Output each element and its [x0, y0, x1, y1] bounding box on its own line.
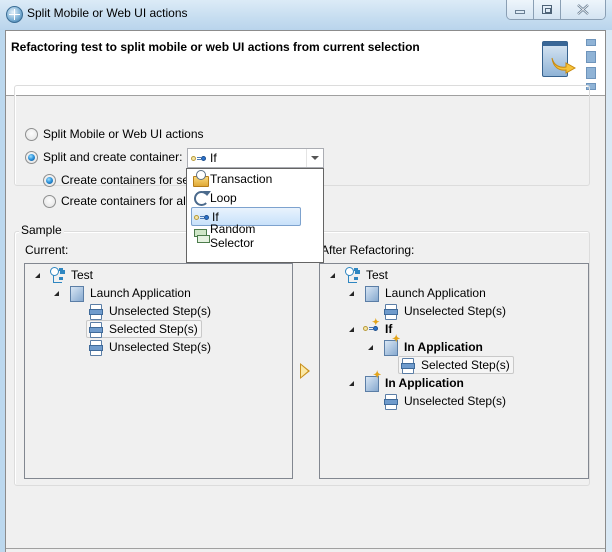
radio-split-ui[interactable]: Split Mobile or Web UI actions — [25, 127, 204, 141]
tree-item[interactable]: Unselected Step(s) — [87, 302, 211, 320]
menu-item-loop[interactable]: Loop — [190, 188, 300, 207]
tree-item-label: Unselected Step(s) — [404, 304, 507, 318]
minimize-icon — [515, 10, 525, 14]
expand-arrow-icon[interactable] — [35, 272, 40, 278]
tree-item[interactable]: ✦ If — [349, 317, 393, 338]
tree-item[interactable]: Unselected Step(s) — [382, 392, 506, 410]
menu-item-random-selector[interactable]: Random Selector — [190, 222, 300, 250]
close-button[interactable] — [561, 0, 605, 19]
footer-separator — [6, 548, 605, 549]
wizard-title: Refactoring test to split mobile or web … — [11, 40, 420, 54]
window-title: Split Mobile or Web UI actions — [27, 6, 188, 20]
chevron-down-icon[interactable] — [306, 149, 323, 167]
menu-item-if[interactable]: If — [191, 207, 301, 226]
step-icon — [399, 357, 415, 374]
container-type-popup[interactable]: Transaction Loop If Random Selector — [186, 168, 324, 263]
application-new-icon — [382, 334, 400, 356]
radio-button[interactable] — [43, 194, 56, 208]
tree-item-label: In Application — [404, 340, 483, 354]
container-type-dropdown[interactable]: If — [187, 148, 324, 168]
tree-item-label: Launch Application — [385, 286, 486, 300]
tree-item[interactable]: In Application — [349, 370, 464, 392]
tree-item[interactable]: Test — [35, 266, 93, 284]
tree-item-label: Selected Step(s) — [421, 358, 510, 372]
step-icon — [87, 321, 103, 338]
expand-arrow-icon[interactable] — [349, 380, 354, 386]
radio-create-all[interactable]: Create containers for all — [43, 194, 188, 208]
if-new-icon: ✦ — [363, 317, 380, 337]
window-titlebar[interactable]: Split Mobile or Web UI actions — [0, 0, 612, 30]
radio-label: Create containers for all — [61, 194, 189, 208]
tree-item[interactable]: In Application — [368, 334, 483, 356]
tree-item-label: Unselected Step(s) — [404, 394, 507, 408]
expand-arrow-icon[interactable] — [349, 290, 354, 296]
after-refactoring-tree[interactable]: Test Launch Application Unselected Step(… — [319, 263, 589, 479]
radio-label: Split Mobile or Web UI actions — [43, 127, 204, 141]
tree-item-label: Test — [71, 268, 94, 282]
step-icon — [87, 339, 103, 356]
tree-item-label: Test — [366, 268, 389, 282]
app-globe-icon — [6, 6, 23, 23]
tree-item-selected[interactable]: Selected Step(s) — [86, 320, 202, 338]
step-icon — [87, 303, 103, 320]
radio-button[interactable] — [25, 150, 38, 164]
step-icon — [382, 393, 398, 410]
window-graphic — [542, 41, 568, 77]
tree-item-label: In Application — [385, 376, 464, 390]
radio-label: Split and create container: — [43, 150, 183, 164]
loop-icon — [193, 189, 211, 206]
radio-split-container[interactable]: Split and create container: — [25, 150, 182, 164]
expand-arrow-icon[interactable] — [330, 272, 335, 278]
sample-legend: Sample — [19, 223, 64, 237]
close-icon — [577, 4, 589, 15]
transaction-icon — [193, 170, 209, 187]
menu-item-label: Loop — [210, 190, 237, 205]
random-selector-icon — [193, 227, 210, 243]
radio-label: Create containers for sel — [61, 173, 192, 187]
tree-item[interactable]: Unselected Step(s) — [87, 338, 211, 356]
expand-arrow-icon[interactable] — [349, 326, 354, 332]
application-icon — [68, 285, 84, 302]
radio-create-selected[interactable]: Create containers for sel — [43, 173, 192, 187]
application-new-icon — [363, 370, 381, 392]
expand-arrow-icon[interactable] — [368, 344, 373, 350]
wizard-banner-icon — [538, 39, 602, 91]
window-controls — [506, 0, 606, 20]
maximize-button[interactable] — [534, 0, 561, 19]
arrow-graphic — [551, 57, 576, 74]
tree-item-selected[interactable]: Selected Step(s) — [398, 356, 514, 374]
menu-item-transaction[interactable]: Transaction — [190, 169, 300, 188]
menu-item-label: Transaction — [210, 171, 273, 186]
if-icon — [191, 155, 207, 163]
application-icon — [363, 285, 379, 302]
dropdown-value: If — [210, 151, 217, 165]
test-icon — [344, 267, 360, 283]
tree-item-label: Selected Step(s) — [109, 322, 198, 336]
test-icon — [49, 267, 65, 283]
current-label: Current: — [25, 243, 69, 257]
step-icon — [382, 303, 398, 320]
tree-item-label: Unselected Step(s) — [109, 304, 212, 318]
tree-item-label: If — [385, 322, 393, 336]
menu-item-label: Random Selector — [210, 221, 256, 250]
tree-item[interactable]: Unselected Step(s) — [382, 302, 506, 320]
transform-arrow-icon — [300, 363, 310, 379]
tree-item[interactable]: Test — [330, 266, 388, 284]
tree-item-label: Unselected Step(s) — [109, 340, 212, 354]
maximize-icon — [542, 5, 552, 14]
minimize-button[interactable] — [507, 0, 534, 19]
radio-button[interactable] — [25, 127, 38, 141]
expand-arrow-icon[interactable] — [54, 290, 59, 296]
after-refactoring-label: After Refactoring: — [321, 243, 415, 257]
if-icon — [194, 214, 210, 222]
tree-item-label: Launch Application — [90, 286, 191, 300]
current-tree[interactable]: Test Launch Application Unselected Step(… — [24, 263, 293, 479]
tree-item[interactable]: Launch Application — [54, 284, 191, 302]
radio-button[interactable] — [43, 173, 56, 187]
tree-item[interactable]: Launch Application — [349, 284, 486, 302]
menu-item-label: If — [212, 209, 219, 224]
